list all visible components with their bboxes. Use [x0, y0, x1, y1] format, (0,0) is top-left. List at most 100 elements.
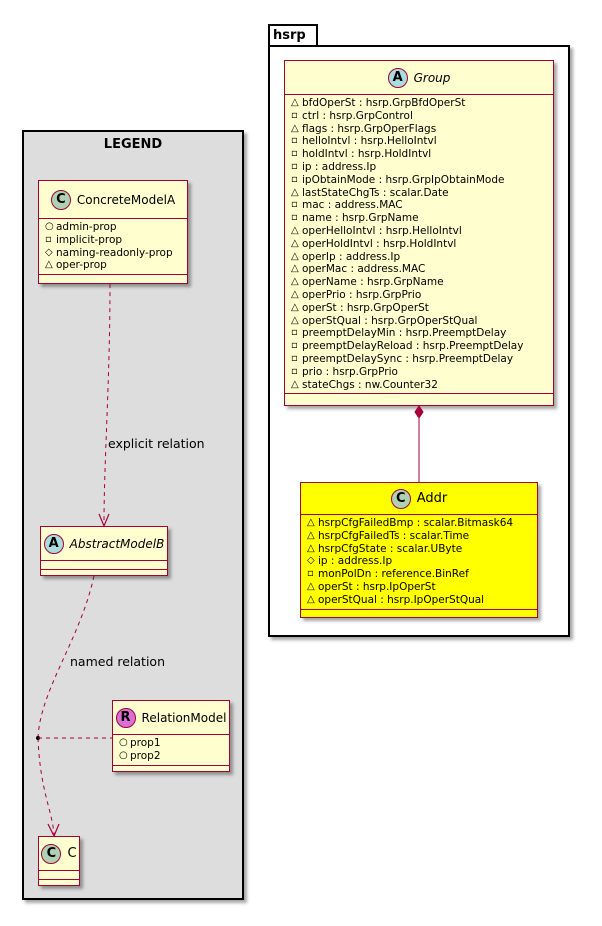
class-name: RelationModel — [141, 710, 227, 725]
visibility-icon: △ — [291, 276, 299, 288]
explicit-relation-line — [103, 283, 111, 525]
visibility-icon: △ — [45, 259, 53, 271]
class-name: AbstractModelB — [69, 536, 165, 551]
visibility-icon: ▫ — [291, 135, 298, 147]
attribute-row: ○prop2 — [119, 750, 229, 763]
attribute-row: ◇naming-readonly-prop — [45, 247, 187, 260]
attribute-row: ▫preemptDelayMin : hsrp.PreemptDelay — [291, 327, 553, 340]
attribute-text: ipObtainMode : hsrp.GrpIpObtainMode — [302, 173, 505, 186]
visibility-icon: △ — [291, 122, 299, 134]
class-attributes: △hsrpCfgFailedBmp : scalar.Bitmask64△hsr… — [301, 515, 537, 610]
attribute-row: ▫preemptDelayReload : hsrp.PreemptDelay — [291, 340, 553, 353]
visibility-icon: ▫ — [291, 148, 298, 160]
visibility-icon: ▫ — [291, 199, 298, 211]
class-header: A AbstractModelB — [41, 527, 167, 561]
attribute-row: ▫name : hsrp.GrpName — [291, 212, 553, 225]
visibility-icon: ▫ — [291, 212, 298, 224]
attribute-row: ▫holdIntvl : hsrp.HoldIntvl — [291, 148, 553, 161]
visibility-icon: ○ — [119, 737, 128, 748]
attribute-row: ◇ip : address.Ip — [307, 555, 537, 568]
class-header: C C — [39, 837, 79, 871]
class-relation-model[interactable]: R RelationModel ○prop1○prop2 — [112, 700, 230, 772]
attribute-row: ○prop1 — [119, 737, 229, 750]
attribute-row: △operName : hsrp.GrpName — [291, 276, 553, 289]
visibility-icon: ▫ — [291, 352, 298, 364]
attribute-row: △hsrpCfgFailedTs : scalar.Time — [307, 530, 537, 543]
named-relation-label: named relation — [70, 654, 165, 669]
concrete-class-icon: C — [50, 189, 71, 210]
attribute-row: △operHoldIntvl : hsrp.HoldIntvl — [291, 238, 553, 251]
attribute-text: operName : hsrp.GrpName — [302, 276, 444, 289]
attribute-row: ▫mac : address.MAC — [291, 199, 553, 212]
visibility-icon: ○ — [45, 221, 54, 232]
visibility-icon: △ — [291, 314, 299, 326]
attribute-text: bfdOperSt : hsrp.GrpBfdOperSt — [302, 97, 466, 109]
class-name: Addr — [416, 491, 448, 506]
attribute-text: operHoldIntvl : hsrp.HoldIntvl — [302, 237, 457, 250]
attribute-row: △operHelloIntvl : hsrp.HelloIntvl — [291, 225, 553, 238]
visibility-icon: ▫ — [45, 233, 52, 245]
class-attributes-empty — [39, 871, 79, 880]
attribute-row: ○admin-prop — [45, 221, 187, 234]
class-c[interactable]: C C — [38, 836, 80, 886]
visibility-icon: ○ — [119, 749, 128, 761]
attribute-row: △lastStateChgTs : scalar.Date — [291, 187, 553, 200]
attribute-row: △operIp : address.Ip — [291, 251, 553, 264]
visibility-icon: △ — [291, 378, 299, 390]
visibility-icon: ◇ — [45, 246, 53, 258]
visibility-icon: △ — [291, 186, 299, 198]
attribute-row: ▫ ipObtainMode : hsrp.GrpIpObtainMode — [291, 174, 553, 187]
visibility-icon: ▫ — [291, 173, 298, 185]
visibility-icon: △ — [291, 301, 299, 313]
relation-class-icon: R — [115, 707, 136, 728]
composition-diamond — [414, 405, 424, 419]
attribute-text: stateChgs : nw.Counter32 — [302, 378, 438, 391]
attribute-text: hsrpCfgFailedBmp : scalar.Bitmask64 — [318, 517, 514, 529]
class-concrete-model-a[interactable]: C ConcreteModelA ○admin-prop▫implicit-pr… — [38, 180, 188, 284]
named-relation-line-lower — [37, 737, 55, 835]
package-tab: hsrp — [268, 24, 318, 46]
attribute-text: preemptDelayReload : hsrp.PreemptDelay — [302, 340, 524, 353]
attribute-text: operHelloIntvl : hsrp.HelloIntvl — [302, 224, 462, 237]
attribute-text: preemptDelaySync : hsrp.PreemptDelay — [302, 352, 514, 365]
attribute-row: △hsrpCfgFailedBmp : scalar.Bitmask64 — [307, 517, 537, 530]
attribute-row: △operPrio : hsrp.GrpPrio — [291, 289, 553, 302]
attribute-text: operPrio : hsrp.GrpPrio — [302, 288, 422, 301]
visibility-icon: ▫ — [291, 365, 298, 377]
attribute-text: operStQual : hsrp.GrpOperStQual — [302, 314, 478, 327]
visibility-icon: △ — [291, 237, 299, 249]
attribute-text: helloIntvl : hsrp.HelloIntvl — [302, 135, 437, 148]
attribute-text: lastStateChgTs : scalar.Date — [302, 186, 449, 199]
attribute-text: prop2 — [130, 749, 161, 762]
concrete-class-icon: C — [41, 843, 62, 864]
visibility-icon: △ — [307, 593, 315, 605]
class-attributes: ○admin-prop▫implicit-prop◇naming-readonl… — [39, 219, 187, 276]
class-header: C Addr — [301, 483, 537, 515]
visibility-icon: △ — [291, 263, 299, 275]
attribute-text: ctrl : hsrp.GrpControl — [302, 109, 413, 122]
attribute-row: △operSt : hsrp.GrpOperSt — [291, 302, 553, 315]
named-relation-arrowhead — [47, 823, 60, 838]
abstract-class-icon: A — [387, 67, 408, 88]
attribute-row: △operMac : address.MAC — [291, 263, 553, 276]
attribute-text: operSt : hsrp.GrpOperSt — [302, 301, 429, 314]
attribute-text: operSt : hsrp.IpOperSt — [318, 580, 436, 593]
attribute-text: monPolDn : reference.BinRef — [318, 568, 469, 581]
class-addr[interactable]: C Addr △hsrpCfgFailedBmp : scalar.Bitmas… — [300, 482, 538, 618]
explicit-relation-label: explicit relation — [108, 436, 205, 451]
abstract-class-icon: A — [43, 533, 64, 554]
class-abstract-model-b[interactable]: A AbstractModelB — [40, 526, 168, 576]
attribute-row: ▫ preemptDelaySync : hsrp.PreemptDelay — [291, 353, 553, 366]
attribute-row: △flags : hsrp.GrpOperFlags — [291, 123, 553, 136]
attribute-text: prop1 — [130, 737, 161, 749]
legend-title: LEGEND — [103, 137, 163, 152]
visibility-icon: △ — [291, 288, 299, 300]
class-attributes: ○prop1○prop2 — [113, 735, 229, 766]
class-group[interactable]: A Group △ bfdOperSt : hsrp.GrpBfdOperSt ▫ c… — [284, 60, 554, 406]
named-relation-line — [37, 575, 95, 739]
class-name: Group — [413, 70, 451, 85]
class-name: ConcreteModelA — [76, 192, 176, 207]
visibility-icon: ◇ — [307, 555, 315, 567]
attribute-text: operStQual : hsrp.IpOperStQual — [318, 593, 485, 606]
